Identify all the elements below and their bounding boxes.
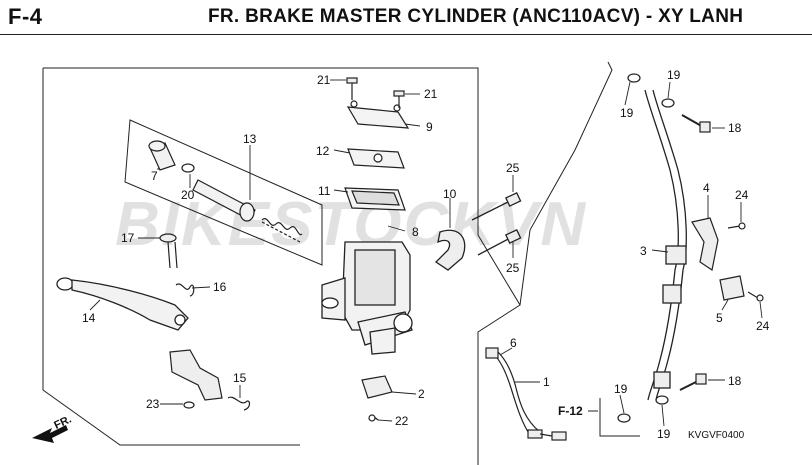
callout-25a: 25 (506, 161, 520, 175)
piston-kit-outline (124, 119, 323, 266)
callout-3: 3 (640, 244, 647, 258)
callout-14: 14 (82, 311, 96, 325)
callout-1: 1 (543, 375, 550, 389)
page-code: F-4 (8, 4, 43, 29)
callout-18a: 18 (728, 121, 742, 135)
drawing-code: KVGVF0400 (688, 430, 745, 441)
brake-lever (56, 277, 189, 331)
master-cylinder-group-outline-left (42, 68, 300, 446)
callout-16: 16 (213, 280, 227, 294)
header-divider (0, 34, 812, 35)
front-indicator: FR. (32, 413, 73, 443)
callout-13: 13 (243, 132, 257, 146)
piston-kit (148, 140, 303, 243)
hose-clamp (691, 217, 764, 302)
callout-12: 12 (316, 144, 330, 158)
callout-24a: 24 (735, 188, 749, 202)
callout-22: 22 (395, 414, 409, 428)
brake-hose (644, 89, 687, 401)
callout-21a: 21 (317, 73, 331, 87)
callout-19a: 19 (620, 106, 634, 120)
ref-page-label: F-12 (558, 404, 583, 418)
switch-bracket (169, 349, 251, 411)
callout-15: 15 (233, 371, 247, 385)
assembly-outlines (42, 61, 640, 465)
pivot-bolt (159, 233, 195, 297)
callout-4: 4 (703, 181, 710, 195)
front-label: FR. (52, 413, 73, 431)
callout-19d: 19 (657, 427, 671, 441)
master-cylinder-body (321, 241, 413, 355)
switch-cable (485, 347, 567, 441)
callout-10: 10 (443, 187, 457, 201)
reservoir-cap (344, 100, 410, 211)
reference-page: F-12 (558, 404, 598, 418)
callout-6: 6 (510, 336, 517, 350)
holder-clamp (434, 229, 466, 271)
callout-7: 7 (151, 169, 158, 183)
callout-2: 2 (418, 387, 425, 401)
callout-25b: 25 (506, 261, 520, 275)
front-arrow-icon (32, 425, 68, 443)
callout-19c: 19 (614, 382, 628, 396)
hose-group-outline-bottom (599, 398, 640, 437)
callout-9: 9 (426, 120, 433, 134)
holder-bolts (471, 191, 522, 256)
cap-screws (346, 77, 405, 108)
brake-switch (361, 375, 393, 422)
hose-fittings (617, 73, 711, 423)
callout-19b: 19 (667, 68, 681, 82)
hose-group-outline (519, 61, 613, 306)
callout-24b: 24 (756, 319, 770, 333)
callout-23: 23 (146, 397, 160, 411)
callout-20: 20 (181, 188, 195, 202)
page-title: FR. BRAKE MASTER CYLINDER (ANC110ACV) - … (208, 6, 744, 27)
leader-lines (89, 79, 763, 427)
callout-18b: 18 (728, 374, 742, 388)
callout-8: 8 (412, 225, 419, 239)
callout-5: 5 (716, 311, 723, 325)
master-cylinder-group-outline (43, 67, 521, 465)
callout-21b: 21 (424, 87, 438, 101)
callout-labels: 21 21 9 12 11 8 10 25 25 13 7 20 17 16 1… (82, 68, 770, 441)
callout-11: 11 (318, 184, 331, 198)
callout-17: 17 (121, 231, 135, 245)
